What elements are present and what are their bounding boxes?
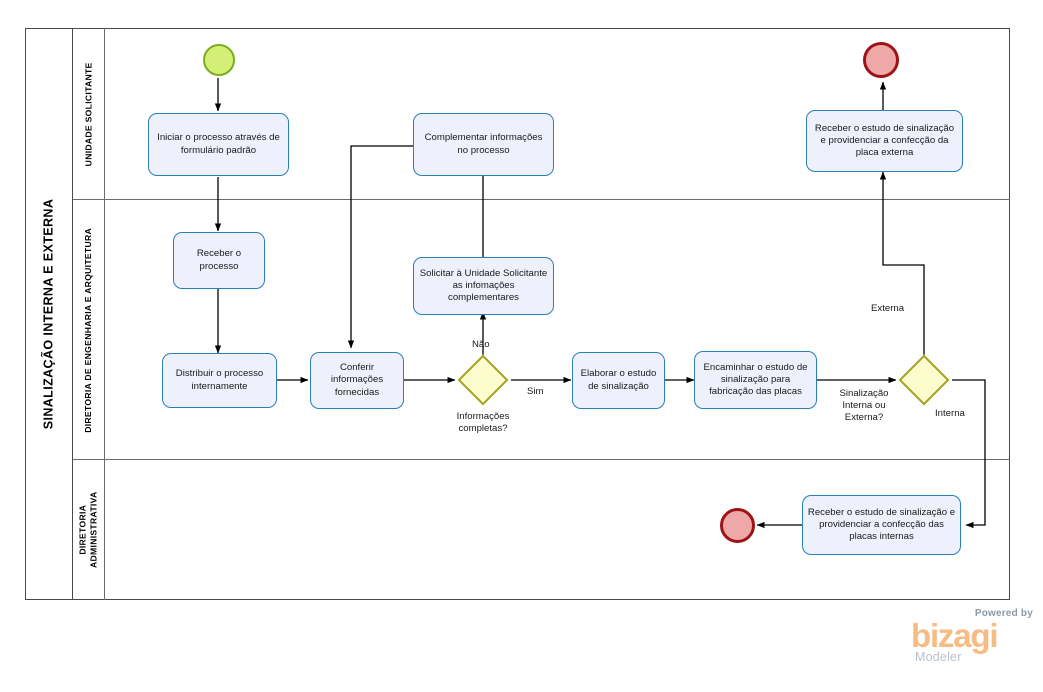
lane-header-unidade-solicitante: UNIDADE SOLICITANTE (73, 28, 105, 200)
task-distribuir-label: Distribuir o processo internamente (175, 368, 264, 392)
task-receber-processo[interactable]: Receber o processo (173, 232, 265, 289)
flow-label-externa: Externa (871, 303, 905, 314)
task-elaborar[interactable]: Elaborar o estudo de sinalização (572, 352, 665, 409)
logo-powered-by-text: Powered by (974, 608, 1033, 619)
task-solicitar[interactable]: Solicitar à Unidade Solicitante as infom… (413, 257, 554, 315)
bizagi-logo: Powered by bizagi Modeler (905, 608, 1035, 670)
task-distribuir[interactable]: Distribuir o processo internamente (162, 353, 277, 408)
task-solicitar-label: Solicitar à Unidade Solicitante as infom… (419, 267, 548, 304)
task-iniciar-label: Iniciar o processo através de formulário… (157, 132, 280, 156)
task-encaminhar[interactable]: Encaminhar o estudo de sinalização para … (694, 351, 817, 409)
lane-header-diretoria-engenharia: DIRETORIA DE ENGENHARIA E ARQUITETURA (73, 200, 105, 460)
task-receber-processo-label: Receber o processo (196, 248, 242, 272)
gateway-sinalizacao-label: Sinalização Interna ou Externa? (839, 388, 889, 423)
flow-label-nao: Não (472, 339, 490, 350)
task-receber-estudo-externa-label: Receber o estudo de sinalização e provid… (814, 122, 955, 159)
pool-title: SINALIZAÇÃO INTERNA E EXTERNA (25, 28, 73, 600)
lane-unidade-solicitante (73, 28, 1010, 200)
task-conferir[interactable]: Conferir informações fornecidas (310, 352, 404, 409)
task-receber-estudo-interna-label: Receber o estudo de sinalização e provid… (807, 506, 956, 543)
task-encaminhar-label: Encaminhar o estudo de sinalização para … (703, 361, 808, 398)
task-complementar[interactable]: Complementar informações no processo (413, 113, 554, 176)
task-conferir-label: Conferir informações fornecidas (330, 362, 384, 398)
logo-product-text: Modeler (915, 650, 962, 664)
pool-title-label: SINALIZAÇÃO INTERNA E EXTERNA (41, 198, 56, 430)
task-receber-estudo-externa[interactable]: Receber o estudo de sinalização e provid… (806, 110, 963, 172)
task-receber-estudo-interna[interactable]: Receber o estudo de sinalização e provid… (802, 495, 961, 555)
lane-header-diretoria-administrativa: DIRETORIA ADMINISTRATIVA (73, 460, 105, 600)
pool-sinalizacao (25, 28, 1010, 600)
lane-label-diretoria-engenharia: DIRETORIA DE ENGENHARIA E ARQUITETURA (83, 227, 94, 433)
lane-diretoria-engenharia (73, 200, 1010, 460)
task-iniciar[interactable]: Iniciar o processo através de formulário… (148, 113, 289, 176)
end-event-interna[interactable] (720, 508, 755, 543)
lane-label-unidade-solicitante: UNIDADE SOLICITANTE (83, 62, 94, 166)
task-complementar-label: Complementar informações no processo (424, 132, 543, 156)
gateway-informacoes-label: Informações completas? (456, 411, 510, 434)
flow-label-sim: Sim (527, 386, 544, 397)
task-elaborar-label: Elaborar o estudo de sinalização (580, 368, 657, 392)
end-event-externa[interactable] (863, 42, 899, 78)
start-event[interactable] (203, 44, 235, 76)
logo-brand-text: bizagi (911, 617, 999, 654)
lane-label-diretoria-administrativa: DIRETORIA ADMINISTRATIVA (77, 491, 99, 569)
flow-label-interna: Interna (935, 408, 965, 419)
